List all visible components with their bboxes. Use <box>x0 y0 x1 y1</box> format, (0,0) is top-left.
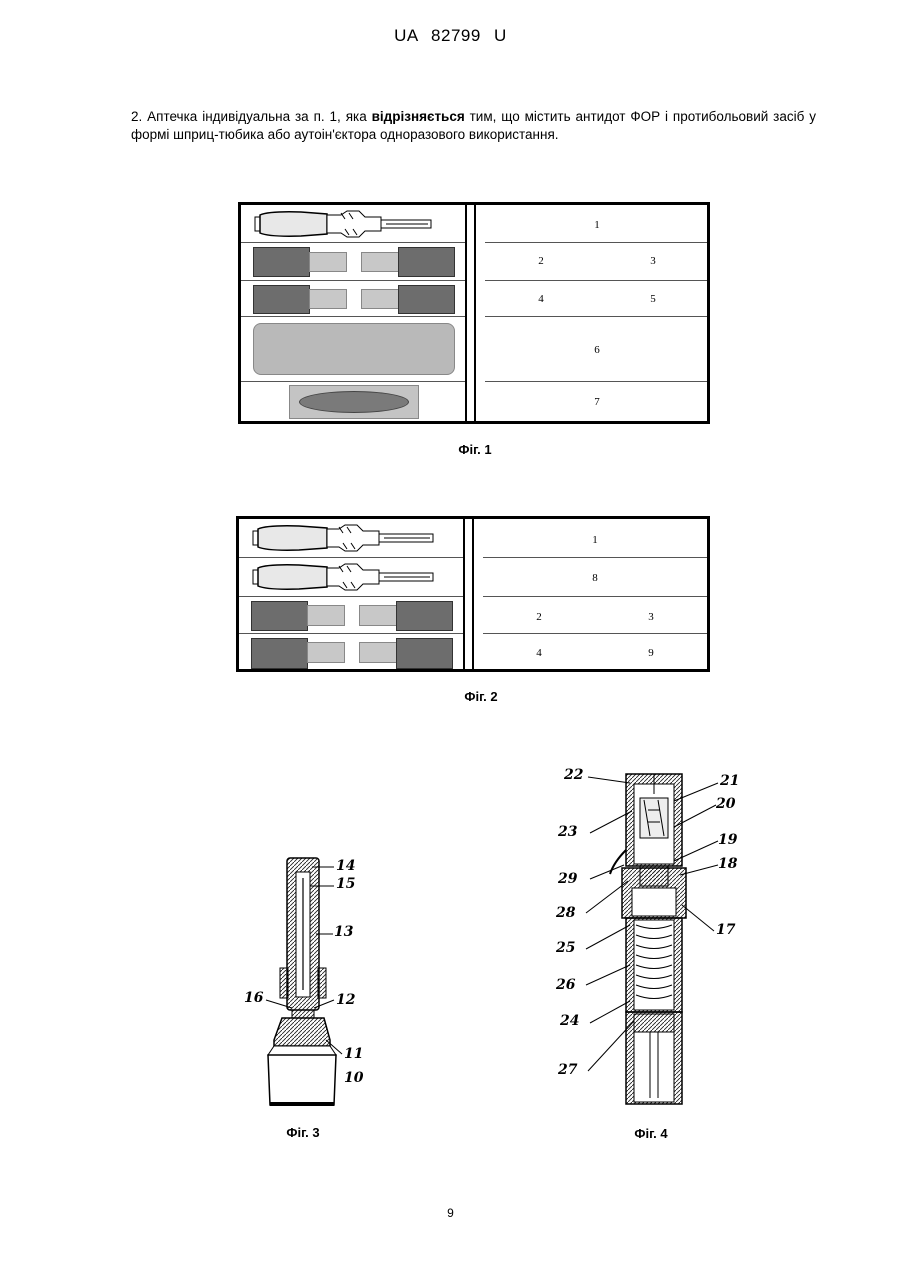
fig1-row-2-3 <box>241 243 465 281</box>
fig3-leader-lines <box>230 850 360 1070</box>
fig1-separator <box>465 205 476 421</box>
fig1-label: 1 <box>594 219 600 231</box>
patent-number-header: UA 82799 U <box>0 26 901 46</box>
fig4-leader-lines <box>550 765 730 1085</box>
syringe-tube-drawing <box>239 558 463 596</box>
claim-paragraph: 2. Аптечка індивідуальна за п. 1, яка ві… <box>131 108 816 144</box>
fig2-separator <box>463 519 474 669</box>
fig1-label: 6 <box>594 344 600 356</box>
fig2-label-panel: 1 8 2 3 4 9 <box>483 519 707 669</box>
fig2-caption: Фіг. 2 <box>464 689 497 704</box>
syringe-tube-drawing <box>241 205 465 242</box>
fig2-label: 9 <box>648 647 654 659</box>
fig1-label: 4 <box>538 293 544 305</box>
fig1-left-panel <box>241 205 465 421</box>
fig3-caption: Фіг. 3 <box>286 1125 319 1140</box>
fig1-row-syringe <box>241 205 465 243</box>
fig1-label: 7 <box>594 396 600 408</box>
fig1-label: 2 <box>538 255 544 267</box>
fig2-row-syringe-1 <box>239 519 463 558</box>
fig2-left-panel <box>239 519 463 669</box>
fig1-row-6 <box>241 317 465 382</box>
fig2-label: 3 <box>648 611 654 623</box>
fig1-row-7 <box>241 382 465 422</box>
fig2-label: 2 <box>536 611 542 623</box>
fig2-label: 1 <box>592 534 598 546</box>
fig4-caption: Фіг. 4 <box>634 1126 667 1141</box>
fig1-caption: Фіг. 1 <box>458 442 491 457</box>
fig1-label: 3 <box>650 255 656 267</box>
claim-prefix: 2. Аптечка індивідуальна за п. 1, яка <box>131 109 372 124</box>
page-number: 9 <box>0 1206 901 1220</box>
fig1-row-4-5 <box>241 281 465 317</box>
fig2-label: 8 <box>592 572 598 584</box>
fig3-callout: 10 <box>344 1070 363 1086</box>
fig2-row-syringe-2 <box>239 558 463 597</box>
figure-2: 1 8 2 3 4 9 <box>236 516 710 672</box>
fig2-row-2-3 <box>239 597 463 634</box>
fig2-row-4-9 <box>239 634 463 670</box>
figure-1: 1 2 3 4 5 6 7 <box>238 202 710 424</box>
syringe-tube-drawing <box>239 519 463 557</box>
claim-bold-word: відрізняється <box>372 109 465 124</box>
fig1-label-panel: 1 2 3 4 5 6 7 <box>485 205 707 421</box>
fig2-label: 4 <box>536 647 542 659</box>
fig1-label: 5 <box>650 293 656 305</box>
